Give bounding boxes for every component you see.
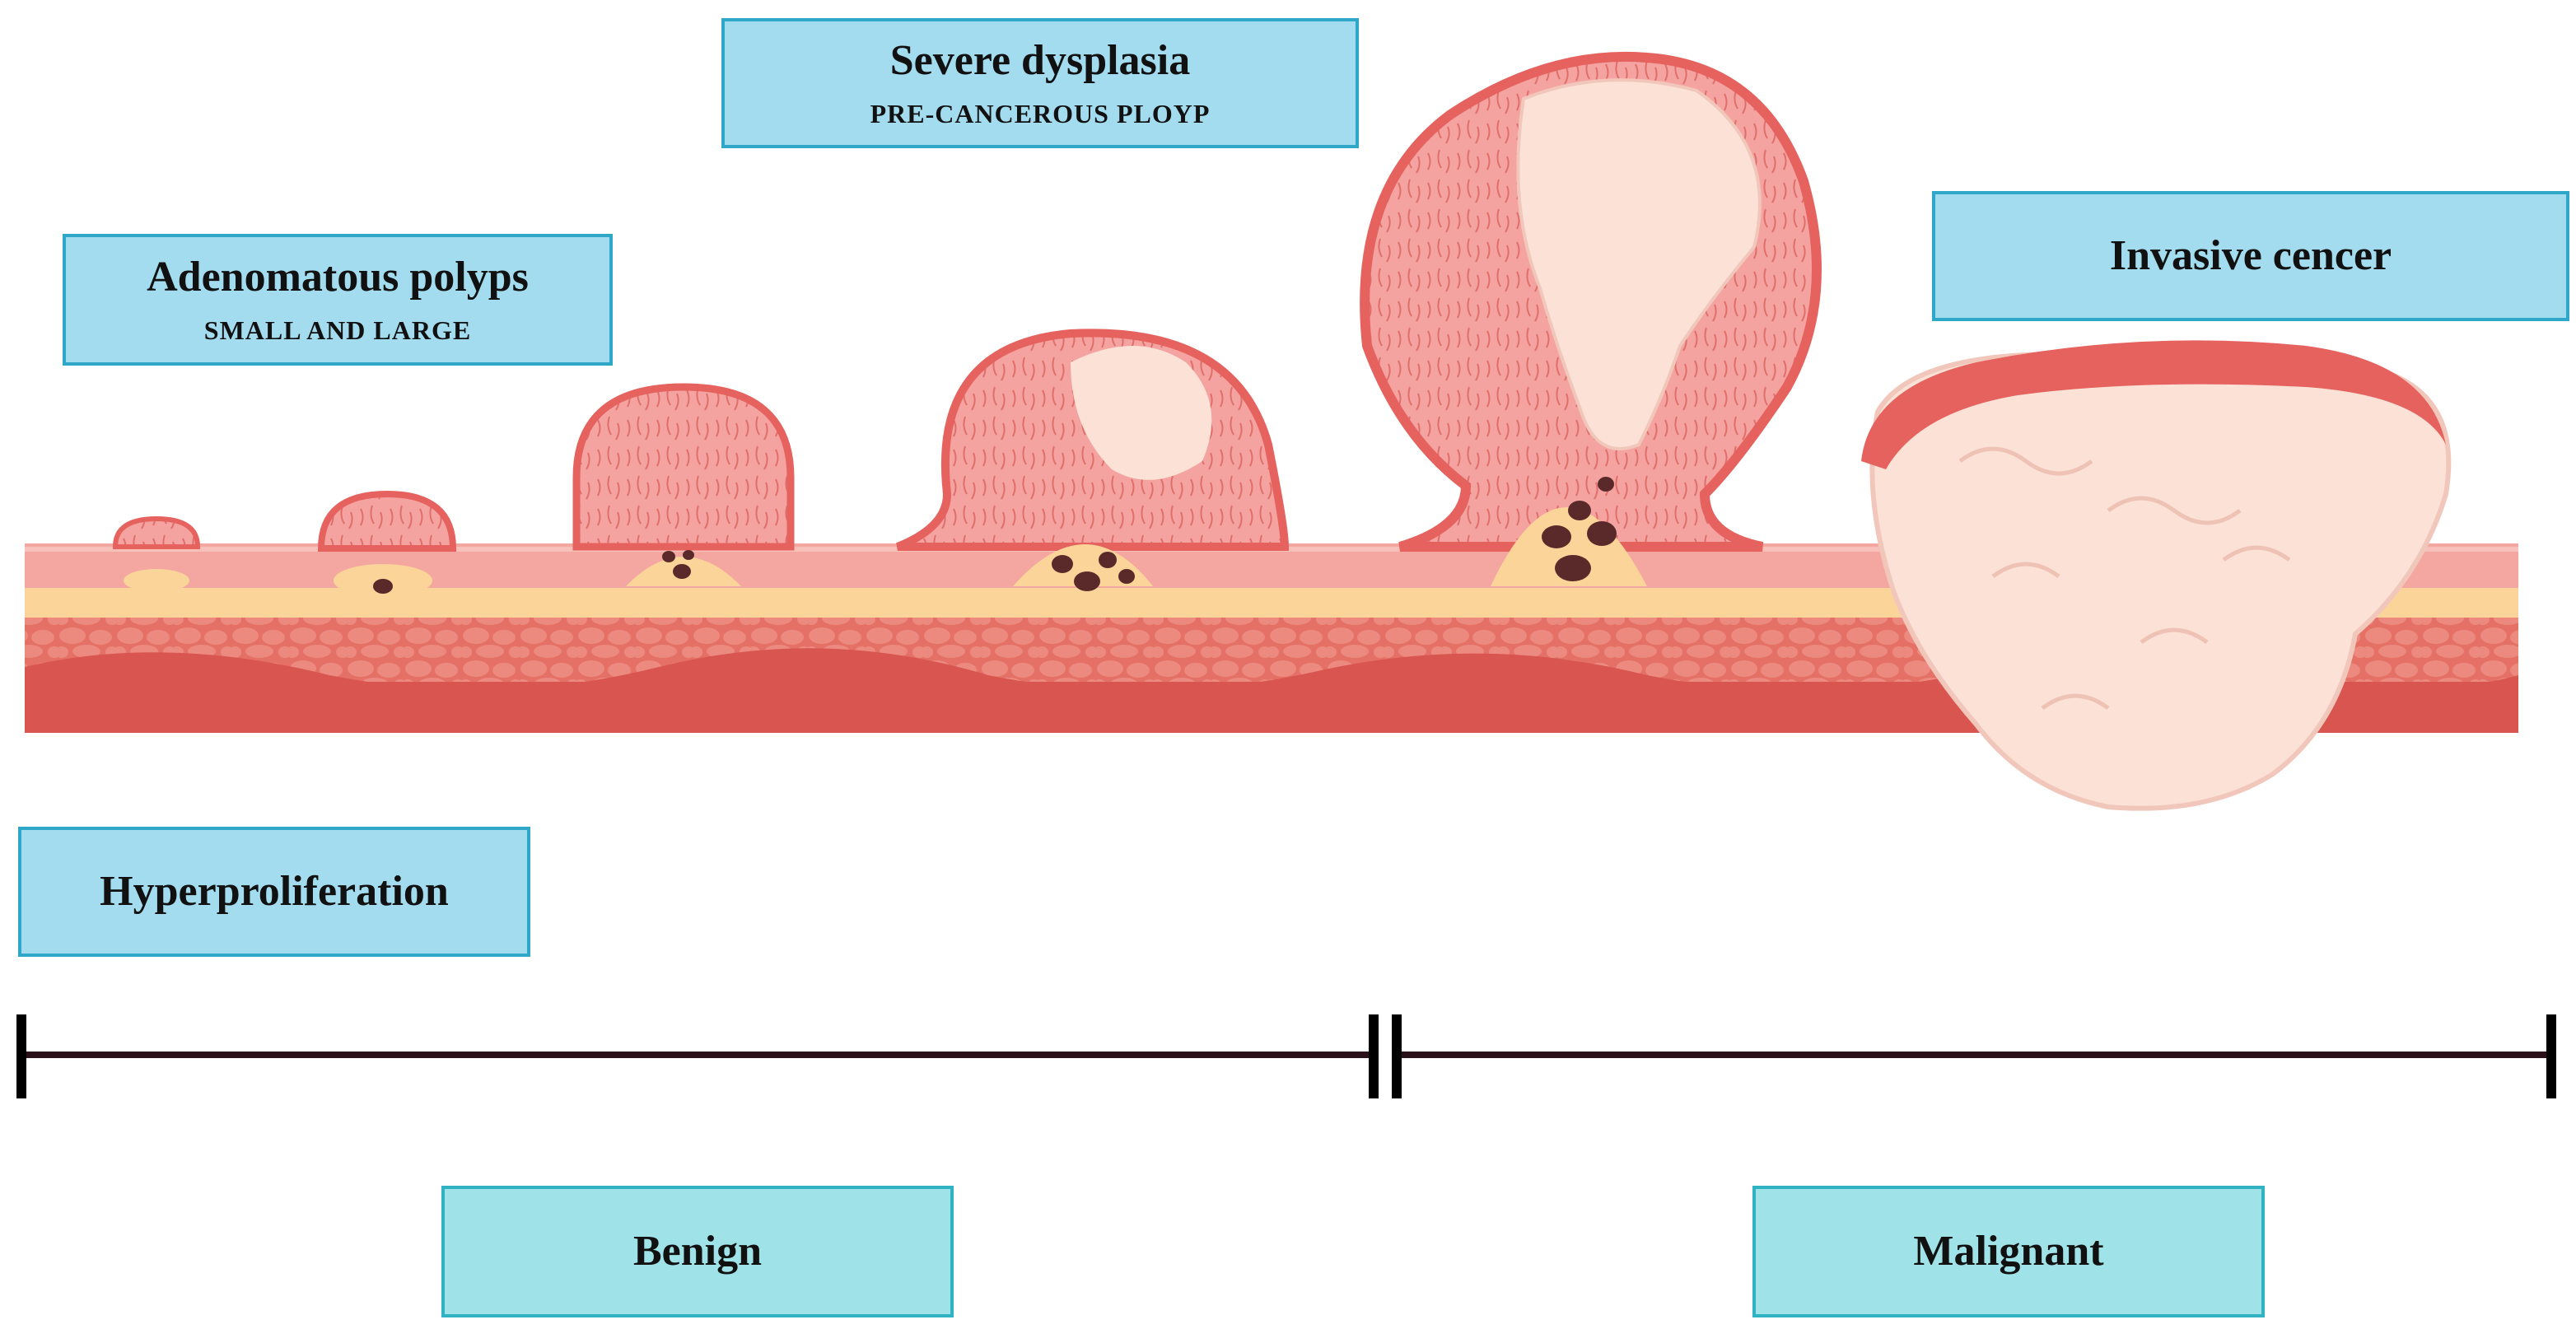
adenomatous-polyps-subtitle: SMALL AND LARGE bbox=[203, 315, 472, 346]
polyp-stage-3 bbox=[572, 383, 795, 586]
polyp-stage-4 bbox=[896, 329, 1290, 591]
hyperproliferation-title: Hyperproliferation bbox=[100, 868, 449, 916]
severe-dysplasia-label: Severe dysplasia PRE-CANCEROUS PLOYP bbox=[721, 18, 1359, 148]
severe-dysplasia-title: Severe dysplasia bbox=[889, 36, 1191, 84]
benign-span-line bbox=[25, 1052, 1375, 1058]
polyp-stage-1 bbox=[112, 515, 201, 592]
adenomatous-polyps-title: Adenomatous polyps bbox=[147, 253, 529, 301]
invasive-tumor bbox=[1861, 340, 2452, 811]
benign-title: Benign bbox=[632, 1228, 763, 1275]
malignant-start-tick bbox=[1392, 1014, 1402, 1098]
polyp-stage-5 bbox=[1360, 51, 1822, 586]
benign-end-tick bbox=[1369, 1014, 1379, 1098]
timeline-start-tick bbox=[16, 1014, 26, 1098]
benign-label: Benign bbox=[441, 1186, 954, 1317]
malignant-span-line bbox=[1400, 1052, 2550, 1058]
adenomatous-polyps-label: Adenomatous polyps SMALL AND LARGE bbox=[63, 234, 613, 366]
polyp-stage-2 bbox=[317, 490, 457, 597]
hyperproliferation-label: Hyperproliferation bbox=[18, 827, 530, 957]
invasive-cancer-title: Invasive cencer bbox=[2109, 232, 2392, 280]
malignant-label: Malignant bbox=[1752, 1186, 2265, 1317]
severe-dysplasia-subtitle: PRE-CANCEROUS PLOYP bbox=[870, 99, 1211, 129]
timeline-axis bbox=[16, 1014, 2556, 1098]
invasive-cancer-label: Invasive cencer bbox=[1932, 191, 2569, 321]
malignant-title: Malignant bbox=[1913, 1228, 2104, 1275]
timeline-end-tick bbox=[2546, 1014, 2556, 1098]
